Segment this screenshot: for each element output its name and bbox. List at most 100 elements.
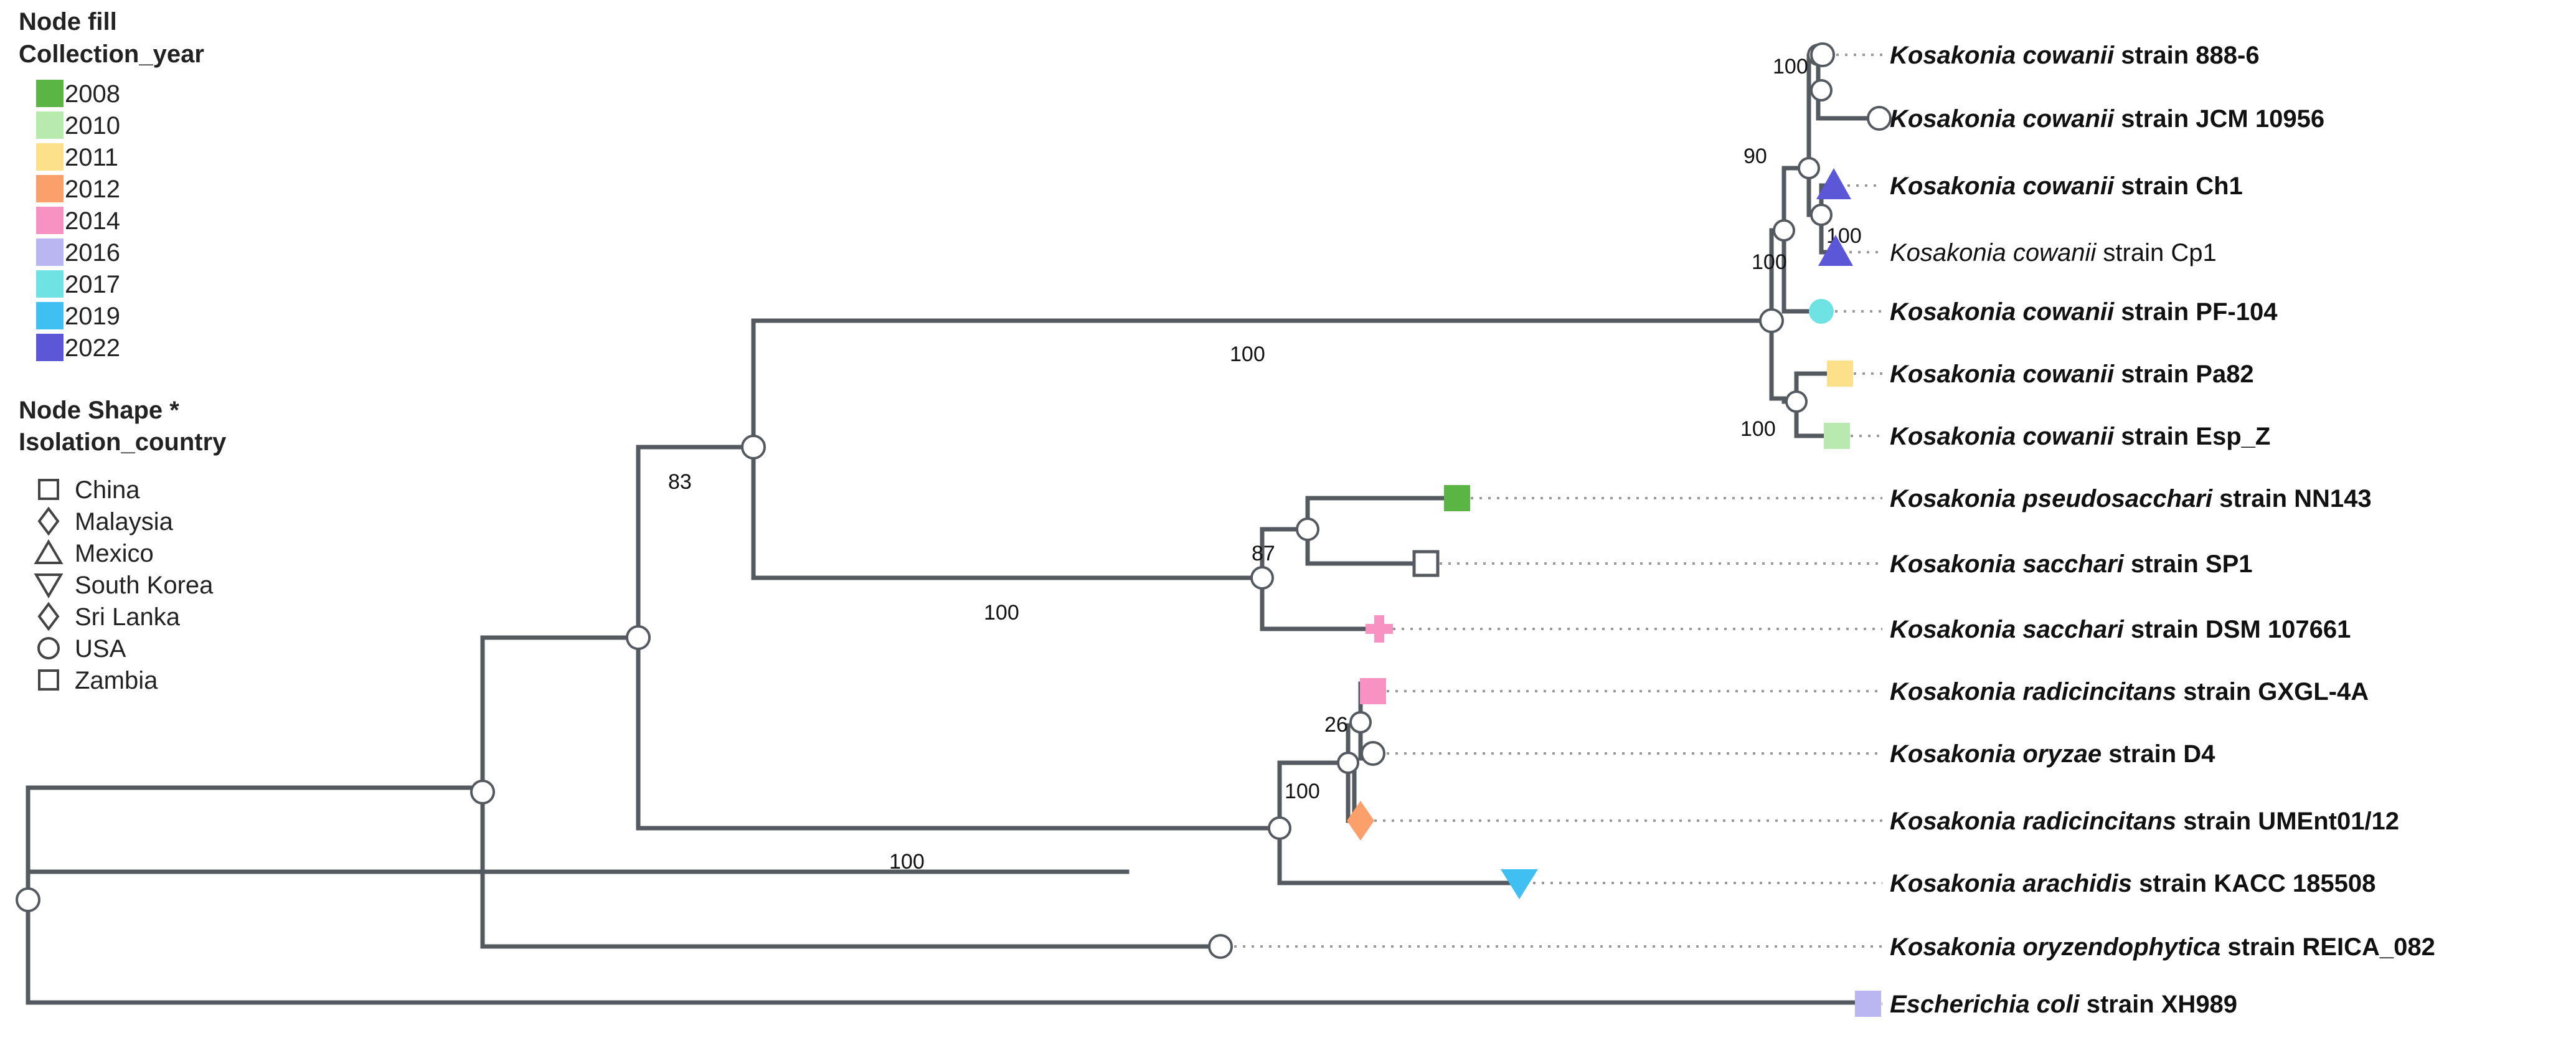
square-icon bbox=[38, 479, 59, 500]
branch-sacchari bbox=[1260, 496, 1460, 631]
support-value: 100 bbox=[984, 601, 1019, 625]
tip-label: Kosakonia pseudosacchari strain NN143 bbox=[1890, 485, 2372, 512]
year-label: 2011 bbox=[65, 144, 118, 171]
year-label: 2016 bbox=[65, 239, 120, 267]
tip-marker bbox=[1855, 991, 1881, 1017]
node-cowanii-ch1group bbox=[1798, 157, 1820, 179]
strain-name: strain GXGL-4A bbox=[2176, 678, 2369, 705]
tip-label: Kosakonia cowanii strain JCM 10956 bbox=[1890, 105, 2324, 133]
tip-label: Kosakonia cowanii strain Pa82 bbox=[1890, 361, 2254, 388]
tip-marker bbox=[1818, 235, 1853, 266]
node-cowanii-jcm bbox=[1810, 79, 1833, 101]
internal-nodes bbox=[16, 44, 1833, 912]
node-kosakonia bbox=[470, 780, 495, 804]
strain-name: strain REICA_082 bbox=[2220, 933, 2435, 961]
year-swatch bbox=[36, 111, 64, 139]
country-label: Sri Lanka bbox=[75, 603, 181, 631]
species-name: Kosakonia cowanii bbox=[1890, 239, 2097, 267]
strain-name: strain SP1 bbox=[2124, 550, 2253, 578]
tip-label: Kosakonia radicincitans strain GXGL-4A bbox=[1890, 678, 2369, 705]
year-label: 2010 bbox=[65, 112, 120, 139]
strain-name: strain D4 bbox=[2102, 740, 2215, 768]
support-value: 26 bbox=[1324, 713, 1348, 737]
strain-name: strain DSM 107661 bbox=[2124, 616, 2351, 643]
strain-name: strain UMEnt01/12 bbox=[2176, 808, 2399, 835]
year-label: 2017 bbox=[65, 271, 120, 298]
strain-name: strain JCM 10956 bbox=[2114, 105, 2324, 133]
node-main bbox=[626, 625, 651, 650]
strain-name: strain XH989 bbox=[2080, 991, 2237, 1018]
tip-label: Kosakonia sacchari strain DSM 107661 bbox=[1890, 616, 2351, 643]
tip-marker bbox=[1809, 299, 1834, 324]
branch-1210 bbox=[751, 318, 1774, 580]
tip-marker bbox=[1366, 615, 1393, 643]
branch-1025 bbox=[636, 445, 1282, 831]
branch-rest bbox=[480, 635, 1223, 949]
support-value: 90 bbox=[1743, 144, 1767, 168]
strain-name: strain 888-6 bbox=[2114, 42, 2259, 69]
species-name: Kosakonia pseudosacchari bbox=[1890, 485, 2213, 512]
tip-marker bbox=[1347, 801, 1374, 841]
country-label: Mexico bbox=[75, 540, 154, 567]
strain-name: strain NN143 bbox=[2212, 485, 2372, 512]
tip-marker bbox=[1827, 361, 1853, 387]
year-swatch bbox=[36, 207, 64, 234]
tip-label: Kosakonia cowanii strain Ch1 bbox=[1890, 172, 2243, 200]
tip-label: Kosakonia oryzae strain D4 bbox=[1890, 740, 2215, 768]
support-value: 100 bbox=[889, 850, 925, 874]
tip-marker bbox=[1816, 168, 1851, 199]
node-sacchari-sp1 bbox=[1296, 517, 1319, 541]
year-swatch bbox=[36, 80, 64, 107]
tip-label: Kosakonia radicincitans strain UMEnt01/1… bbox=[1890, 808, 2399, 835]
strain-name: strain Ch1 bbox=[2114, 172, 2243, 200]
branch-radic-tips bbox=[1352, 681, 1363, 824]
country-label: USA bbox=[75, 635, 126, 663]
square-icon bbox=[38, 669, 59, 691]
diamond-icon bbox=[37, 602, 60, 631]
tip-marker bbox=[1824, 423, 1850, 449]
support-value: 100 bbox=[1740, 417, 1776, 441]
year-swatch bbox=[36, 270, 64, 298]
species-name: Kosakonia cowanii bbox=[1890, 298, 2115, 326]
triangle-down-icon bbox=[34, 573, 64, 598]
legend: Node fill Collection_year 20082010201120… bbox=[19, 8, 227, 694]
tip-label: Kosakonia cowanii strain 888-6 bbox=[1890, 42, 2260, 69]
strain-name: strain KACC 185508 bbox=[2132, 870, 2375, 897]
tip-label: Escherichia coli strain XH989 bbox=[1890, 991, 2237, 1018]
tip-marker bbox=[1208, 934, 1233, 959]
strain-name: strain Cp1 bbox=[2096, 239, 2216, 267]
species-name: Escherichia coli bbox=[1890, 991, 2080, 1018]
tip-markers-and-labels: Kosakonia cowanii strain 888-6Kosakonia … bbox=[1208, 42, 2435, 1018]
species-name: Kosakonia radicincitans bbox=[1890, 808, 2176, 835]
year-swatch bbox=[36, 334, 64, 361]
tree-branches bbox=[26, 52, 1882, 1005]
diamond-icon bbox=[37, 506, 60, 536]
species-name: Kosakonia oryzae bbox=[1890, 740, 2102, 768]
node-sacchari-stem bbox=[1250, 566, 1274, 590]
node-cowanii-inner bbox=[1773, 219, 1795, 242]
tip-label: Kosakonia sacchari strain SP1 bbox=[1890, 550, 2253, 578]
species-name: Kosakonia cowanii bbox=[1890, 42, 2115, 69]
species-name: Kosakonia cowanii bbox=[1890, 172, 2115, 200]
tip-label: Kosakonia oryzendophytica strain REICA_0… bbox=[1890, 933, 2435, 961]
support-value: 83 bbox=[668, 470, 692, 494]
legend-fill-title: Node fill bbox=[19, 8, 117, 35]
species-name: Kosakonia radicincitans bbox=[1890, 678, 2176, 705]
strain-name: strain PF-104 bbox=[2114, 298, 2278, 326]
tip-label: Kosakonia arachidis strain KACC 185508 bbox=[1890, 870, 2375, 897]
tip-marker bbox=[1361, 741, 1385, 766]
country-label: China bbox=[75, 476, 140, 504]
year-label: 2022 bbox=[65, 334, 120, 362]
support-value: 87 bbox=[1252, 542, 1275, 565]
tip-marker bbox=[1810, 42, 1835, 67]
branch-root bbox=[26, 785, 1871, 1005]
support-value: 100 bbox=[1773, 55, 1808, 78]
species-name: Kosakonia sacchari bbox=[1890, 616, 2125, 643]
year-label: 2019 bbox=[65, 303, 120, 330]
country-label: Malaysia bbox=[75, 508, 174, 536]
legend-fill-subtitle: Collection_year bbox=[19, 40, 204, 68]
strain-name: strain Pa82 bbox=[2114, 361, 2254, 388]
